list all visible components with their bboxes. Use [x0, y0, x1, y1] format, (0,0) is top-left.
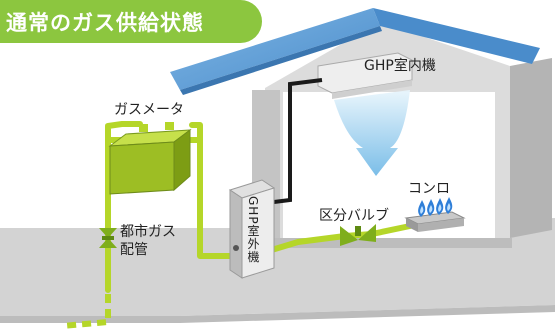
refrigerant-pipe: [273, 78, 323, 204]
city-gas-pipe-label: 配管: [120, 242, 148, 258]
stove: [404, 197, 466, 232]
ghp-outdoor-unit: [228, 179, 276, 279]
section-valve-label: 区分バルブ: [319, 208, 389, 224]
stove-label: コンロ: [408, 181, 450, 197]
ghp-indoor-label: GHP室内機: [364, 58, 436, 74]
section-valve: [340, 224, 376, 246]
ghp-outdoor-label: GHP室外機: [246, 196, 260, 264]
gas-meter-label: ガスメータ: [114, 102, 184, 118]
page-title: 通常のガス供給状態: [6, 11, 204, 35]
roof: [170, 8, 540, 95]
title-banner: 通常のガス供給状態: [0, 0, 262, 43]
city-gas-valve: [99, 228, 117, 248]
city-gas-label: 都市ガス: [120, 224, 176, 240]
airflow-arrow: [334, 90, 410, 176]
gas-meter: [108, 122, 192, 195]
ghp-indoor-unit: [317, 52, 413, 99]
